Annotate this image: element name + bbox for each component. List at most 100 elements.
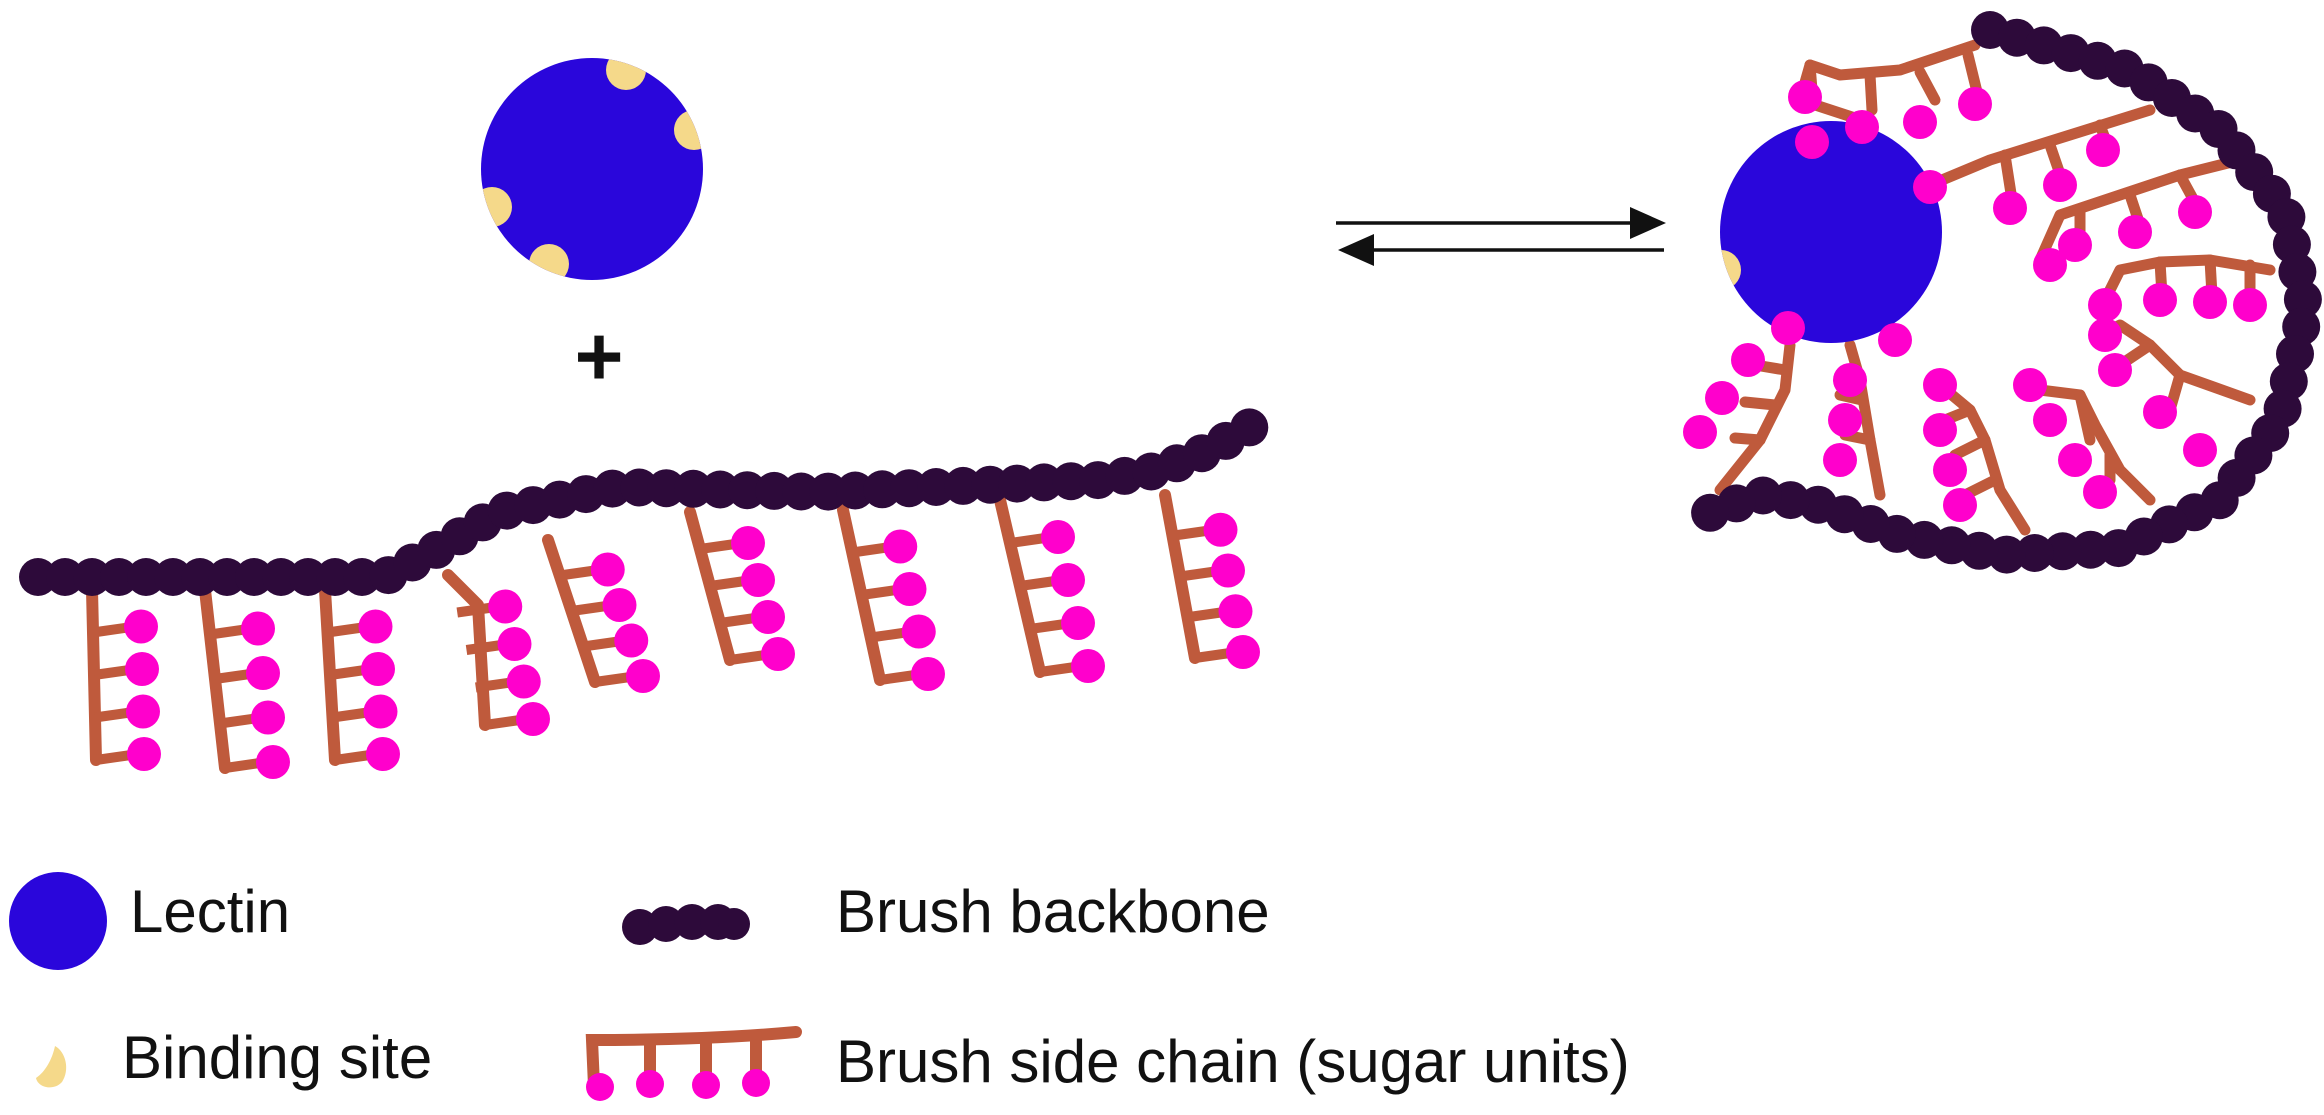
sugar-unit: [1218, 594, 1253, 629]
backbone-bead: [100, 558, 138, 596]
sugar-unit: [2043, 168, 2077, 202]
backbone-bead: [1230, 408, 1269, 447]
backbone-bead: [262, 558, 300, 596]
sugar-unit: [2143, 395, 2177, 429]
sugar-unit: [590, 552, 625, 587]
sugar-unit: [2178, 195, 2212, 229]
side-chain: [1914, 66, 1941, 106]
sugar-unit: [1731, 343, 1765, 377]
sugar-unit: [2183, 433, 2217, 467]
sugar-unit: [761, 637, 795, 671]
side-chain: [1949, 434, 1991, 461]
backbone-bead: [1052, 462, 1090, 501]
sugar-unit: [2083, 475, 2117, 509]
backbone-bead: [2099, 529, 2138, 568]
side-chain: [1729, 432, 1766, 446]
sugar-unit: [363, 694, 398, 729]
backbone-bead: [836, 471, 875, 510]
backbone-bead: [890, 469, 929, 508]
lectin-legend-icon: [9, 872, 107, 970]
legend-label-side-chain: Brush side chain (sugar units): [836, 1028, 1630, 1095]
sugar-unit: [1203, 512, 1238, 547]
sugar-unit: [741, 563, 775, 597]
bead-chain-legend-icon: [622, 904, 750, 945]
sugar-unit: [125, 652, 159, 686]
sugar-unit: [2233, 288, 2267, 322]
legend-item-binding-site: Binding site: [36, 1024, 432, 1091]
backbone-bead: [208, 558, 246, 596]
sugar-unit: [1823, 443, 1857, 477]
legend-item-lectin: Lectin: [9, 872, 290, 970]
backbone-bead: [809, 472, 848, 511]
side-chain: [442, 569, 550, 736]
sugar-unit: [2033, 403, 2067, 437]
sugar-unit: [731, 526, 765, 560]
sugar-unit: [2013, 368, 2047, 402]
side-chain: [1739, 396, 1781, 411]
backbone-bead: [701, 470, 740, 509]
backbone-bead: [2015, 534, 2054, 572]
side-chain: [1794, 39, 1981, 124]
backbone-bead: [917, 468, 956, 506]
sugar-unit: [1958, 87, 1992, 121]
lectin-brush-complex: [1683, 11, 2322, 574]
sugar-unit: [126, 694, 160, 729]
sugar-unit: [256, 745, 290, 779]
backbone-bead: [2071, 530, 2110, 569]
sugar-unit: [1913, 170, 1947, 204]
binding-site: [481, 187, 512, 227]
sugar-unit: [2033, 248, 2067, 282]
complex-backbone: [1691, 11, 2322, 574]
plus-operator: +: [574, 309, 623, 403]
sugar-unit: [2058, 228, 2092, 262]
sugar-unit: [1683, 415, 1717, 449]
backbone-bead: [647, 469, 686, 508]
sugar-unit: [1795, 125, 1829, 159]
lectin-circle: [481, 58, 703, 280]
sugar-unit: [751, 600, 785, 634]
legend: Lectin Binding site Brush backbone: [9, 872, 1630, 1101]
sugar-unit: [1828, 403, 1862, 437]
comb-with-sugars-legend-icon: [585, 1026, 802, 1101]
sugar-unit: [251, 700, 285, 735]
sugar-unit: [506, 664, 541, 699]
backbone-bead: [1691, 493, 1730, 532]
side-chain: [86, 584, 161, 771]
backbone-bead: [863, 470, 902, 509]
backbone-bead: [593, 469, 632, 508]
backbone-bead: [46, 558, 84, 596]
sugar-unit: [516, 702, 550, 736]
sugar-unit: [1833, 363, 1867, 397]
backbone-bead: [728, 471, 767, 510]
sugar-unit: [497, 627, 532, 661]
backbone-bead: [755, 471, 794, 510]
sugar-unit: [1041, 520, 1075, 554]
sugar-unit: [883, 529, 918, 564]
sugar-unit: [488, 589, 523, 624]
side-chain: [1844, 339, 1886, 501]
binding-site-legend-icon: [36, 1046, 67, 1088]
sugar-unit: [901, 614, 936, 649]
sugar-unit: [361, 652, 395, 686]
side-chain: [1924, 104, 2156, 191]
legend-label-binding-site: Binding site: [122, 1024, 432, 1091]
backbone-bead: [674, 469, 713, 508]
sugar-unit: [358, 609, 393, 644]
sugar-unit: [2088, 318, 2122, 352]
sugar-unit: [2088, 288, 2122, 322]
sugar-unit: [366, 737, 400, 771]
sugar-unit: [241, 611, 275, 646]
sugar-unit: [2143, 283, 2177, 317]
free-brush-backbone: [19, 408, 1269, 596]
backbone-bead: [316, 558, 354, 596]
complex-sugar-units: [1683, 80, 2267, 522]
sugar-unit: [1788, 80, 1822, 114]
sugar-unit: [602, 588, 637, 622]
backbone-bead: [620, 468, 659, 507]
sugar-unit: [614, 623, 649, 658]
side-chain: [1834, 389, 1868, 406]
free-brush-side-chains: [86, 489, 1260, 779]
sugar-unit: [1933, 453, 1967, 487]
sugar-unit: [2118, 215, 2152, 249]
